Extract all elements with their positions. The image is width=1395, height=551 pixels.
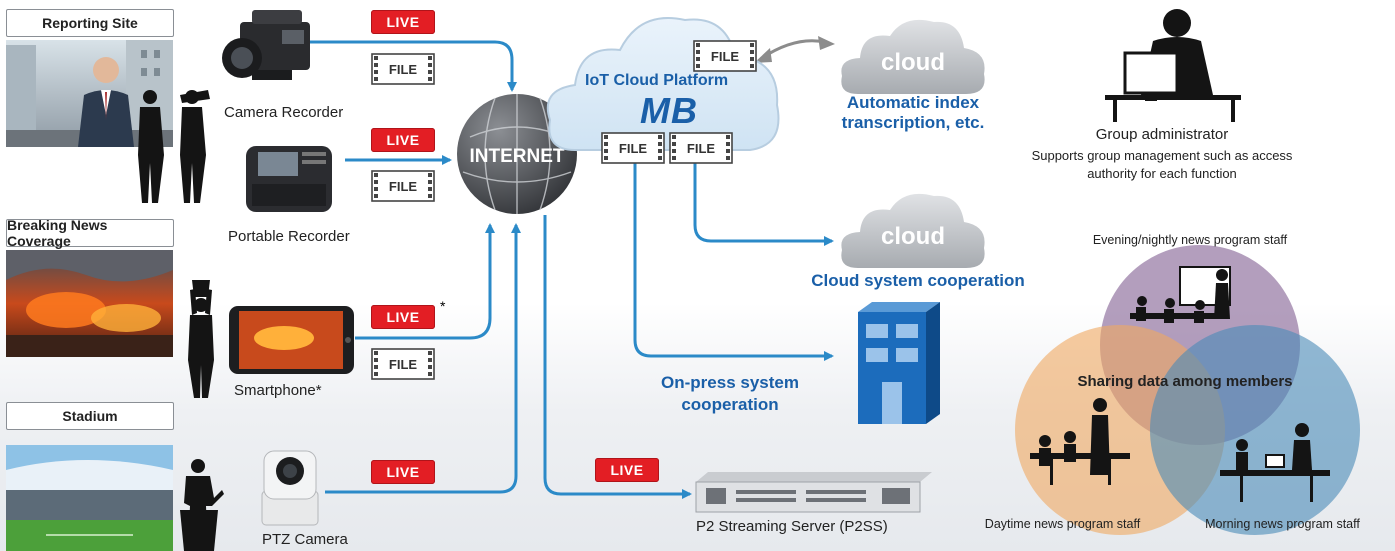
reporting-site-tag: Reporting Site (6, 9, 174, 37)
smartphone-label: Smartphone* (234, 382, 322, 399)
camera-recorder-image (222, 10, 310, 80)
ptz-live-badge: LIVE (371, 460, 435, 484)
svg-text:cloud: cloud (881, 49, 945, 76)
portable-file-badge: FILE (371, 170, 435, 202)
stadium-photo (6, 445, 173, 551)
smartphone-image (229, 306, 354, 374)
arrow-smartphone-to-internet (355, 223, 495, 340)
onpress-coop-label: On-press system cooperation (661, 373, 799, 414)
p2ss-label: P2 Streaming Server (P2SS) (696, 518, 888, 535)
admin-title: Group administrator (1095, 126, 1229, 143)
smartphone-asterisk: * (440, 298, 446, 314)
platform-file-badge-left: FILE (601, 132, 665, 164)
svg-text:FILE: FILE (711, 49, 739, 64)
smartphone-file-badge: FILE (371, 348, 435, 380)
breaking-news-tag: Breaking News Coverage (6, 217, 174, 249)
venn-diagram (1015, 245, 1360, 535)
svg-text:FILE: FILE (389, 357, 417, 372)
svg-text:FILE: FILE (389, 179, 417, 194)
stadium-tag: Stadium (6, 402, 174, 430)
svg-text:FILE: FILE (389, 62, 417, 77)
cloud-icon-middle: cloud (841, 193, 985, 268)
venn-sharing-label: Sharing data among members (1077, 373, 1293, 390)
reporter-silhouettes (138, 90, 210, 203)
ptz-camera-image (261, 450, 319, 526)
photographer-silhouette (188, 280, 214, 398)
portable-live-badge: LIVE (371, 128, 435, 152)
administrator-icon (1105, 9, 1241, 122)
p2ss-server-image (695, 472, 932, 513)
building-icon (858, 302, 940, 424)
admin-desc: Supports group management such as access… (1031, 148, 1293, 181)
svg-text:cloud: cloud (881, 223, 945, 250)
venn-morning-label: Morning news program staff (1205, 517, 1360, 531)
portable-recorder-image (246, 146, 332, 212)
svg-text:INTERNET: INTERNET (470, 146, 565, 167)
arrow-internet-to-p2ss (543, 215, 692, 499)
arrow-camera-to-internet (305, 40, 517, 92)
cloud-icon-top: cloud (841, 19, 985, 94)
arrow-platform-to-cloud (693, 160, 834, 246)
auto-index-label: Automatic index transcription, etc. (841, 93, 985, 132)
camera-live-badge: LIVE (371, 10, 435, 34)
ptz-camera-label: PTZ Camera (262, 531, 348, 548)
svg-text:FILE: FILE (619, 141, 647, 156)
camera-file-badge: FILE (371, 53, 435, 85)
breaking-news-photo (6, 250, 173, 357)
speaker-podium-silhouette (180, 459, 224, 551)
cloud-coop-label: Cloud system cooperation (811, 271, 1025, 290)
portable-recorder-label: Portable Recorder (228, 228, 350, 245)
arrow-ptz-to-internet (325, 223, 521, 494)
smartphone-live-badge: LIVE (371, 305, 435, 329)
camera-recorder-label: Camera Recorder (224, 104, 344, 121)
platform-logo: MB (640, 90, 698, 131)
svg-text:FILE: FILE (687, 141, 715, 156)
venn-evening-label: Evening/nightly news program staff (1092, 233, 1288, 247)
internet-globe: INTERNET (457, 94, 577, 214)
arrow-platform-to-onpress (633, 160, 834, 361)
platform-file-badge-right: FILE (669, 132, 733, 164)
p2ss-live-badge: LIVE (595, 458, 659, 482)
platform-title: IoT Cloud Platform (585, 72, 729, 89)
venn-daytime-label: Daytime news program staff (984, 517, 1141, 531)
venn-circle-morning (1150, 325, 1360, 535)
platform-file-badge-top: FILE (693, 40, 757, 72)
